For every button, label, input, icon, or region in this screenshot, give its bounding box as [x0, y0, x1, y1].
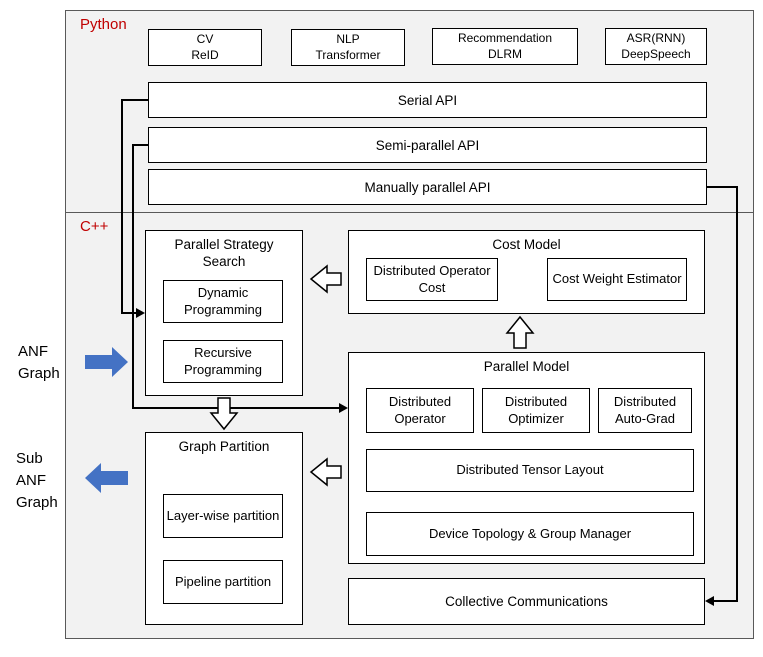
- layer-wise-partition-box: Layer-wise partition: [163, 494, 283, 538]
- python-cpp-divider: [65, 212, 754, 213]
- api-bar-manually-parallel: Manually parallel API: [148, 169, 707, 205]
- distributed-auto-grad-box: Distributed Auto-Grad: [598, 388, 692, 433]
- pipeline-partition-box: Pipeline partition: [163, 560, 283, 604]
- cost-weight-estimator-box: Cost Weight Estimator: [547, 258, 687, 301]
- api-bar-serial: Serial API: [148, 82, 707, 118]
- graph-partition-title: Graph Partition: [178, 439, 270, 454]
- app-box-recommendation-dlrm: Recommendation DLRM: [432, 28, 578, 65]
- cpp-section-label: C++: [80, 218, 109, 235]
- anf-graph-label: ANF Graph: [18, 343, 60, 382]
- cost-model-title: Cost Model: [492, 237, 561, 252]
- api-bar-semi-parallel: Semi-parallel API: [148, 127, 707, 163]
- collective-communications-bar: Collective Communications: [348, 578, 705, 625]
- recursive-programming-box: Recursive Programming: [163, 340, 283, 383]
- parallel-model-title: Parallel Model: [483, 359, 570, 374]
- dynamic-programming-box: Dynamic Programming: [163, 280, 283, 323]
- device-topology-group-manager-box: Device Topology & Group Manager: [366, 512, 694, 556]
- sub-anf-graph-label: Sub ANF Graph: [16, 450, 58, 511]
- distributed-operator-box: Distributed Operator: [366, 388, 474, 433]
- distributed-optimizer-box: Distributed Optimizer: [482, 388, 590, 433]
- app-box-nlp-transformer: NLP Transformer: [291, 29, 405, 66]
- app-box-asr-deepspeech: ASR(RNN) DeepSpeech: [605, 28, 707, 65]
- python-section-label: Python: [80, 16, 127, 33]
- distributed-operator-cost-box: Distributed Operator Cost: [366, 258, 498, 301]
- distributed-tensor-layout-box: Distributed Tensor Layout: [366, 449, 694, 492]
- parallel-strategy-search-title: Parallel Strategy Search: [174, 237, 274, 269]
- app-box-cv-reid: CV ReID: [148, 29, 262, 66]
